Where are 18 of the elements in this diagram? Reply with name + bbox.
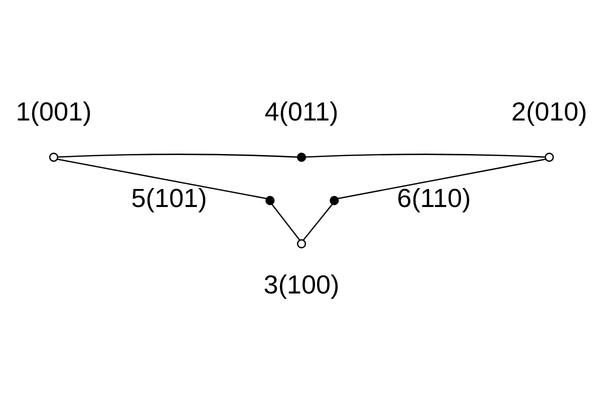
- node-dot: [296, 152, 306, 162]
- connector: [338, 158, 546, 200]
- node-circle: [544, 152, 554, 162]
- connector: [272, 204, 300, 241]
- node-label: 3(100): [264, 270, 340, 300]
- node-circle: [49, 152, 58, 162]
- connector: [58, 154, 298, 158]
- node-circle: [296, 239, 306, 248]
- node-label: 5(101): [131, 183, 207, 214]
- node-label: 4(011): [264, 96, 338, 127]
- connector: [57, 158, 266, 200]
- node-label: 1(001): [16, 96, 92, 127]
- node-label: 6(110): [397, 183, 471, 214]
- node-dot: [265, 196, 275, 206]
- node-dot: [330, 196, 339, 206]
- connector: [306, 154, 546, 158]
- connector: [302, 204, 333, 241]
- node-label: 2(010): [511, 96, 588, 127]
